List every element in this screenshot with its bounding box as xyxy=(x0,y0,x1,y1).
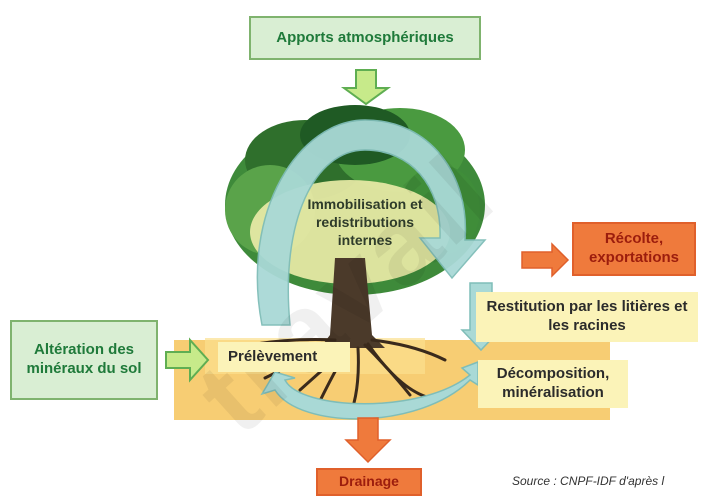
drainage-box: Drainage xyxy=(316,468,422,496)
prelevement-box: Prélèvement xyxy=(218,342,350,372)
drainage-label: Drainage xyxy=(339,473,399,491)
recolte-label: Récolte, exportations xyxy=(574,230,694,268)
source-caption: Source : CNPF-IDF d'après l xyxy=(512,474,664,488)
alteration-label: Altération des minéraux du sol xyxy=(12,341,156,379)
arrow-apports-down xyxy=(344,70,388,104)
restitution-box: Restitution par les litières et les raci… xyxy=(476,292,698,342)
restitution-label: Restitution par les litières et les raci… xyxy=(476,298,698,336)
prelevement-label: Prélèvement xyxy=(228,348,317,367)
apports-label: Apports atmosphériques xyxy=(276,29,454,48)
arrow-drainage xyxy=(346,418,390,462)
immobilisation-label: Immobilisation et redistributions intern… xyxy=(290,195,440,250)
arrow-to-recolte xyxy=(522,244,568,276)
recolte-box: Récolte, exportations xyxy=(572,222,696,276)
decomposition-label: Décomposition, minéralisation xyxy=(478,365,628,403)
apports-box: Apports atmosphériques xyxy=(249,16,481,60)
decomposition-box: Décomposition, minéralisation xyxy=(478,360,628,408)
alteration-box: Altération des minéraux du sol xyxy=(10,320,158,400)
